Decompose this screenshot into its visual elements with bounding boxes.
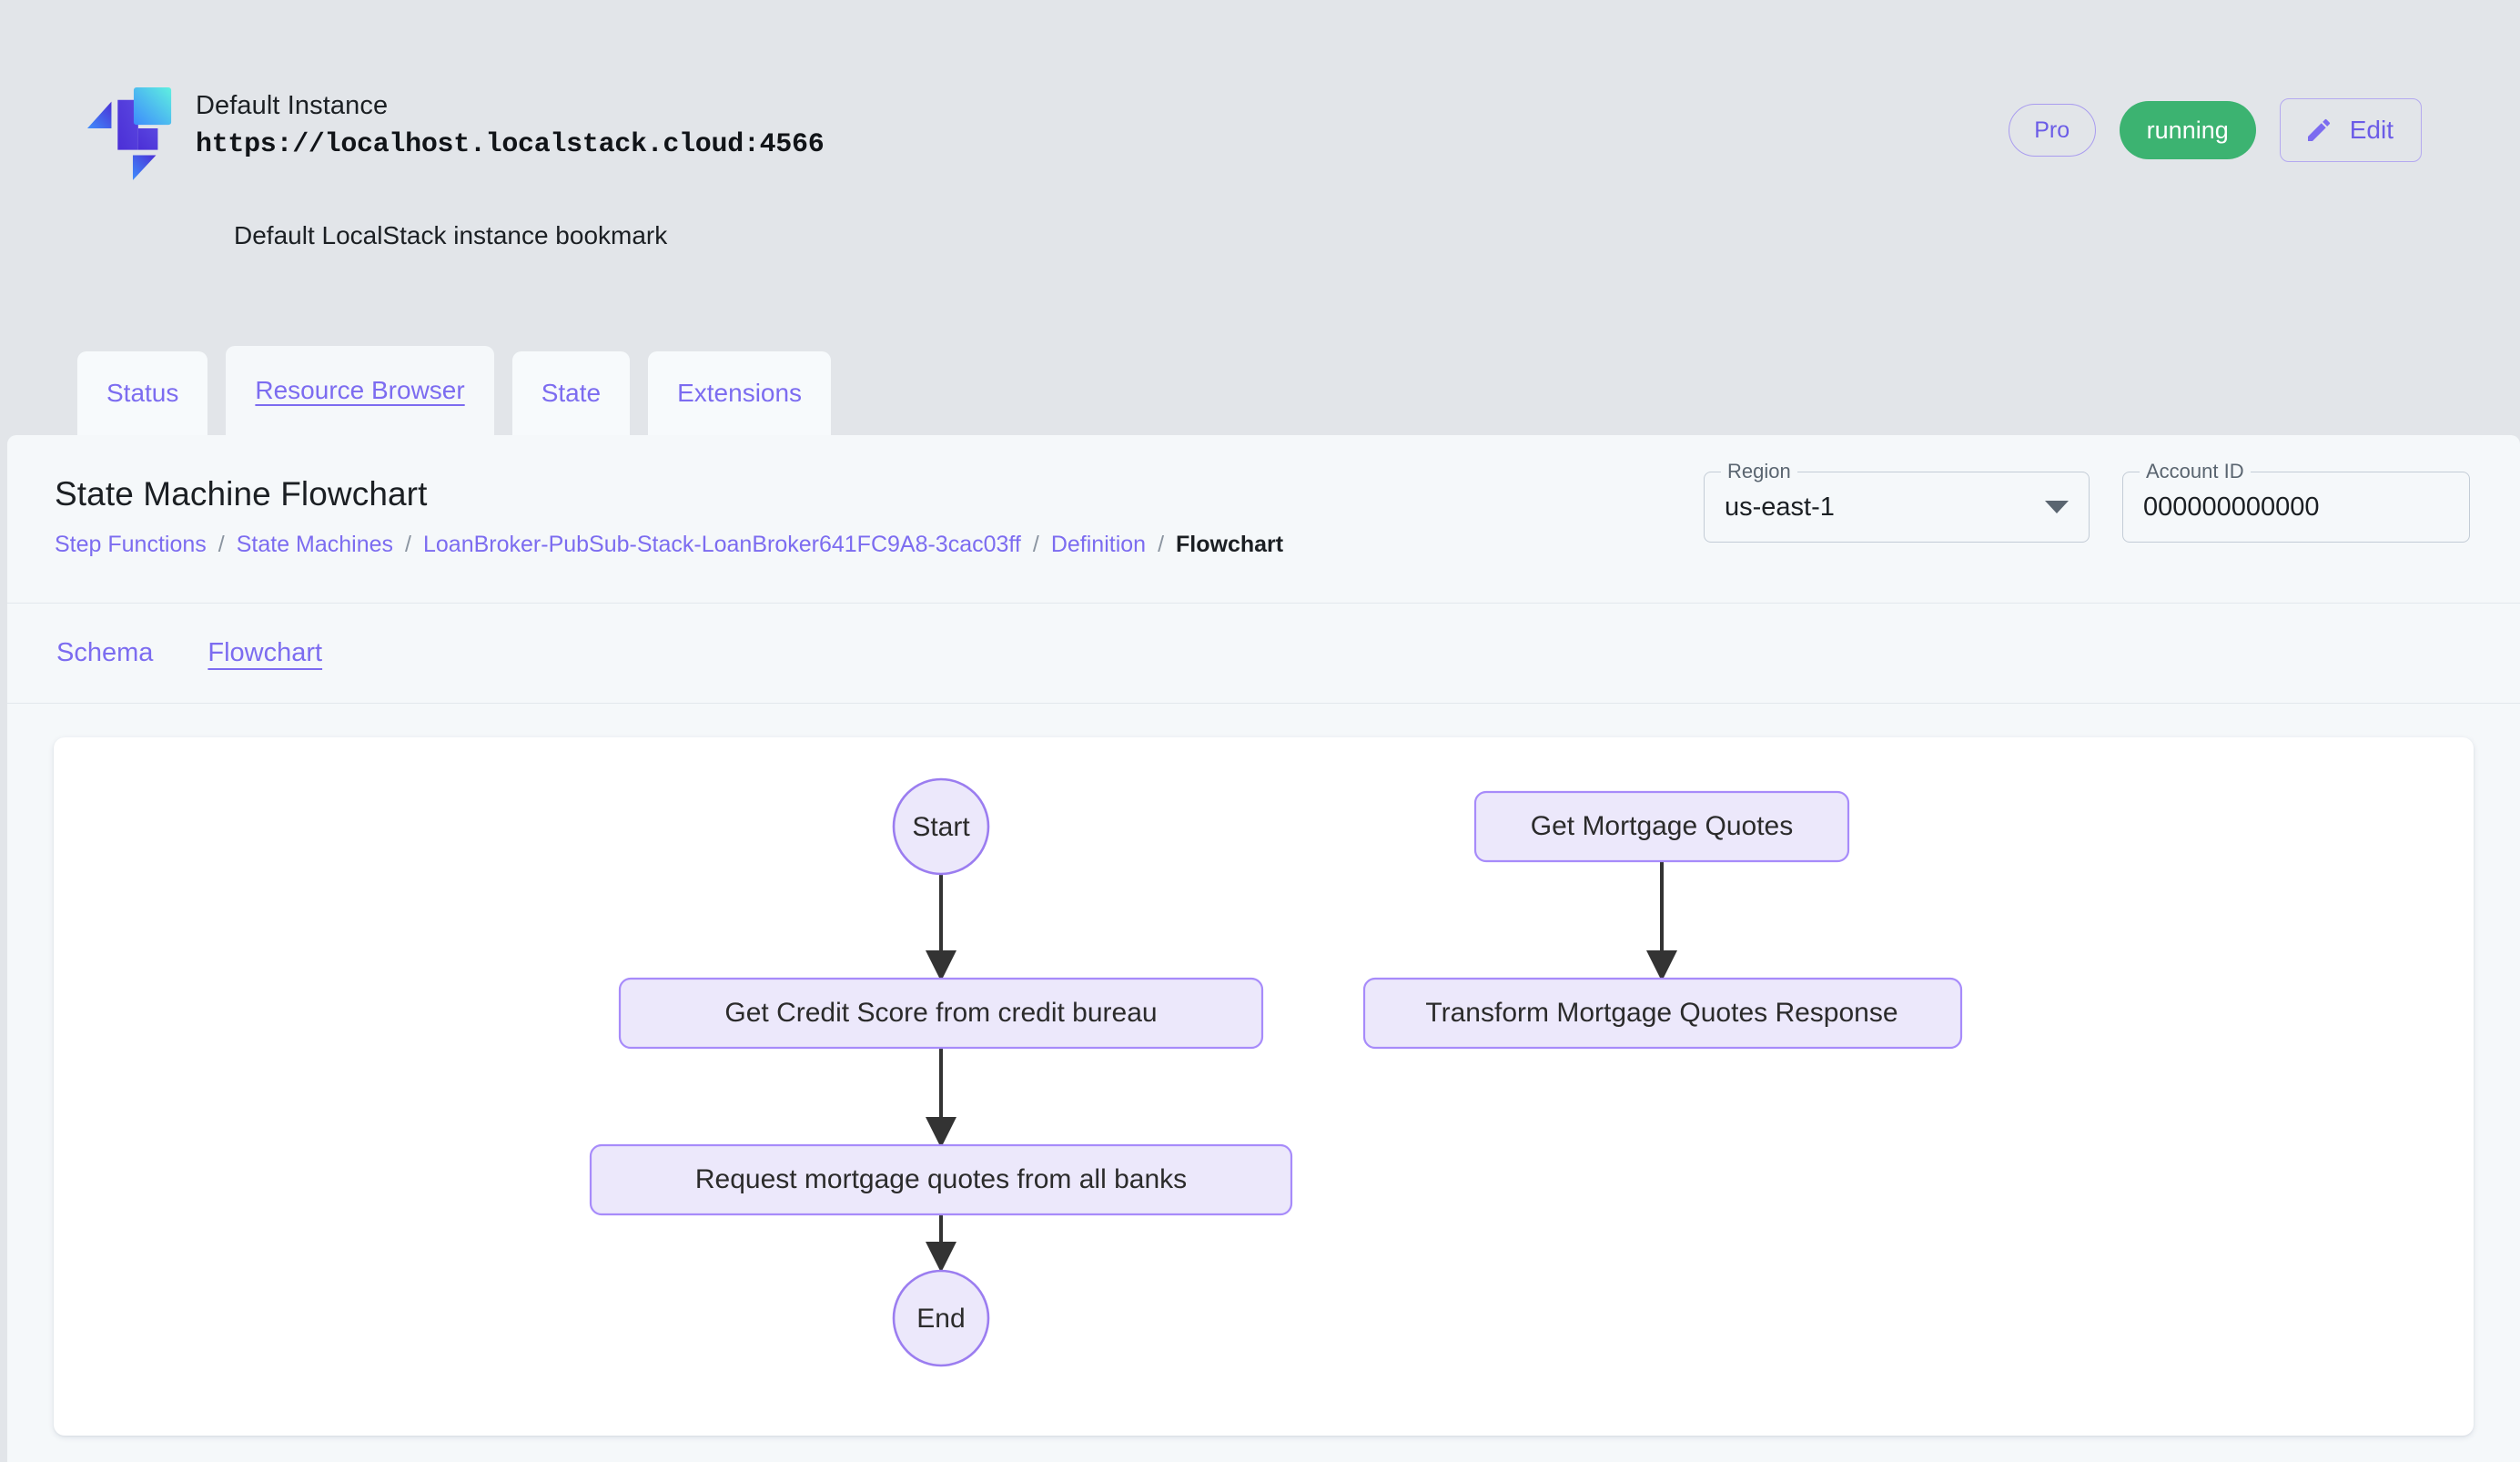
flowchart-node-start[interactable]: Start <box>892 777 990 876</box>
account-id-value: 000000000000 <box>2143 492 2320 522</box>
tab-state-label: State <box>541 379 602 407</box>
breadcrumb-item-state-machine-name[interactable]: LoanBroker-PubSub-Stack-LoanBroker641FC9… <box>423 532 1021 557</box>
breadcrumb-item-flowchart: Flowchart <box>1176 532 1284 557</box>
edge-arrowhead <box>926 950 956 981</box>
main-tab-strip: Status Resource Browser State Extensions <box>77 346 832 435</box>
tab-state[interactable]: State <box>511 351 631 435</box>
account-id-field[interactable]: Account ID 000000000000 <box>2122 460 2470 543</box>
instance-name: Default Instance <box>196 91 389 120</box>
pencil-icon <box>2307 118 2330 141</box>
edge-arrowhead <box>926 1242 956 1273</box>
flowchart-node-end[interactable]: End <box>892 1269 990 1367</box>
header-actions: Pro running Edit <box>2008 98 2422 162</box>
instance-brand: Default Instance https://localhost.local… <box>86 80 825 182</box>
breadcrumb-separator: / <box>1158 532 1165 557</box>
flowchart-edges <box>926 861 1677 1273</box>
content-panel: State Machine Flowchart Step Functions /… <box>7 435 2520 1462</box>
sub-tab-schema[interactable]: Schema <box>56 638 154 667</box>
region-label: Region <box>1721 460 1797 483</box>
region-select-box[interactable]: us-east-1 <box>1704 472 2090 543</box>
tab-extensions[interactable]: Extensions <box>648 351 832 435</box>
breadcrumb-separator: / <box>405 532 411 557</box>
breadcrumb-item-state-machines[interactable]: State Machines <box>236 532 394 557</box>
breadcrumb-item-step-functions[interactable]: Step Functions <box>55 532 207 557</box>
flowchart-node-start-label: Start <box>912 812 970 842</box>
flowchart-node-get-mortgage-quotes-label: Get Mortgage Quotes <box>1531 811 1794 841</box>
region-value: us-east-1 <box>1725 492 1835 522</box>
instance-description: Default LocalStack instance bookmark <box>234 221 668 249</box>
app-header: Default Instance https://localhost.local… <box>0 0 2520 435</box>
breadcrumb-item-definition[interactable]: Definition <box>1050 532 1147 557</box>
flowchart-node-transform-response[interactable]: Transform Mortgage Quotes Response <box>1362 977 1963 1050</box>
account-id-input-box[interactable]: 000000000000 <box>2122 472 2470 543</box>
tab-status-label: Status <box>106 379 179 407</box>
edit-button-label: Edit <box>2349 116 2393 144</box>
sub-tab-strip: Schema Flowchart <box>7 604 2520 704</box>
status-badge[interactable]: running <box>2119 101 2256 159</box>
tab-resource-browser-label: Resource Browser <box>255 376 465 404</box>
flowchart-node-transform-response-label: Transform Mortgage Quotes Response <box>1425 998 1898 1028</box>
flowchart-node-end-label: End <box>916 1304 965 1334</box>
breadcrumb-separator: / <box>1032 532 1039 557</box>
edge-arrowhead <box>1646 950 1677 981</box>
breadcrumb-separator: / <box>218 532 225 557</box>
flowchart-node-request-quotes[interactable]: Request mortgage quotes from all banks <box>589 1143 1293 1216</box>
edge-arrowhead <box>926 1117 956 1148</box>
account-id-label: Account ID <box>2140 460 2251 483</box>
edit-button[interactable]: Edit <box>2279 98 2422 162</box>
state-machine-flowchart[interactable]: Start Get Credit Score from credit burea… <box>54 737 2474 1436</box>
tab-extensions-label: Extensions <box>677 379 803 407</box>
tab-resource-browser[interactable]: Resource Browser <box>226 346 494 435</box>
region-select[interactable]: Region us-east-1 <box>1704 460 2090 543</box>
flowchart-node-request-quotes-label: Request mortgage quotes from all banks <box>695 1164 1187 1194</box>
page-title: State Machine Flowchart <box>55 475 428 513</box>
localstack-logo-icon <box>86 86 172 180</box>
flowchart-node-get-mortgage-quotes[interactable]: Get Mortgage Quotes <box>1473 790 1850 863</box>
flowchart-card: Start Get Credit Score from credit burea… <box>54 737 2474 1436</box>
tab-status[interactable]: Status <box>77 351 208 435</box>
flowchart-node-credit-score[interactable]: Get Credit Score from credit bureau <box>618 977 1264 1050</box>
breadcrumb: Step Functions / State Machines / LoanBr… <box>55 532 1283 558</box>
scope-fields: Region us-east-1 Account ID 000000000000 <box>1704 460 2470 543</box>
chevron-down-icon <box>2045 501 2069 513</box>
flowchart-node-credit-score-label: Get Credit Score from credit bureau <box>724 998 1157 1028</box>
page-header-bar: State Machine Flowchart Step Functions /… <box>7 435 2520 604</box>
pro-badge[interactable]: Pro <box>2008 104 2096 157</box>
sub-tab-flowchart[interactable]: Flowchart <box>207 638 323 667</box>
instance-url: https://localhost.localstack.cloud:4566 <box>196 129 825 161</box>
